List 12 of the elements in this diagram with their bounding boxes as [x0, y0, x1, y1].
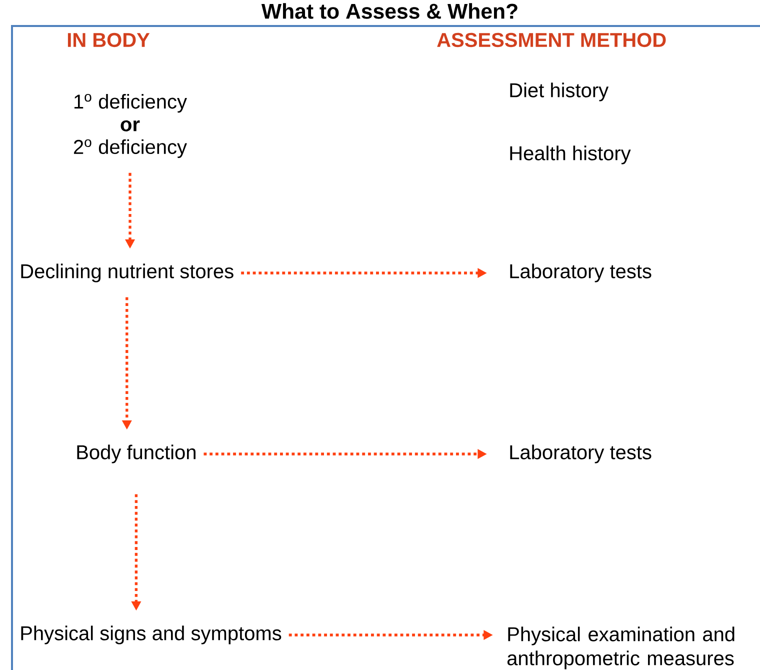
stage-text: Health history [510, 146, 631, 164]
stage-text: Laboratory tests [510, 444, 652, 464]
stage-text: Laboratory tests [510, 264, 652, 282]
column-heading: IN BODY [68, 32, 150, 48]
stage-text: Physical examination and anthropometric measures [507, 626, 734, 670]
stage-text: Body function [77, 444, 196, 464]
stage-text: Declining nutrient stores [21, 264, 234, 282]
stage-text: 1$^{o}$ deficiency or 2$^{o}$ deficiency [74, 94, 187, 158]
title: What to Assess & When? [261, 3, 518, 19]
stage-text: Physical signs and symptoms [21, 626, 282, 644]
column-heading: ASSESSMENT METHOD [437, 32, 666, 48]
stage-text: Diet history [510, 82, 609, 102]
